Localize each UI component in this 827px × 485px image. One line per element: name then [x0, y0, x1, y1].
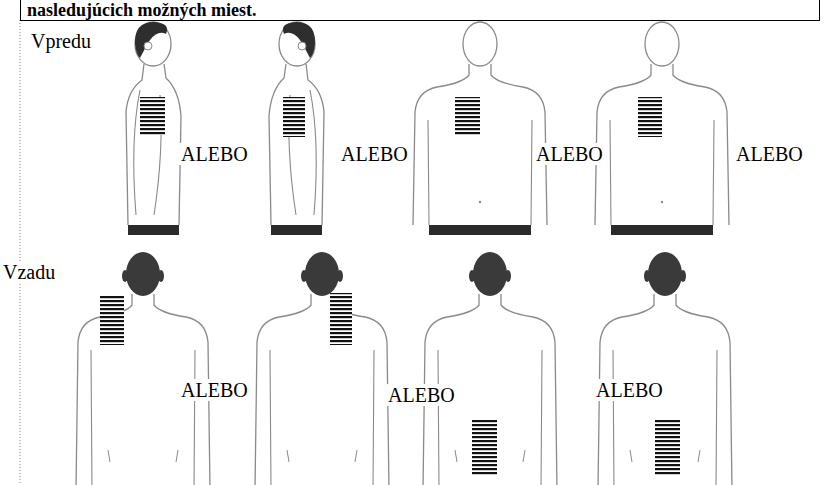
body-figure: [255, 252, 389, 485]
option-label: ALEBO: [338, 143, 411, 165]
option-label: ALEBO: [178, 143, 251, 165]
heading-box: nasledujúcich možných miest.: [20, 0, 820, 21]
option-label: ALEBO: [385, 384, 458, 406]
view-label: Vpredu: [28, 30, 94, 52]
electrode-pad: [100, 97, 680, 475]
body-figure: [598, 252, 732, 485]
option-label: ALEBO: [533, 143, 606, 165]
body-figure: [76, 252, 210, 485]
option-label: ALEBO: [178, 379, 251, 401]
option-label: ALEBO: [733, 143, 806, 165]
heading-text: nasledujúcich možných miest.: [21, 0, 819, 20]
body-figure: [413, 22, 547, 235]
body-figure: [269, 22, 324, 235]
margin-line: [19, 20, 20, 485]
option-label: ALEBO: [593, 379, 666, 401]
body-figure: [423, 252, 557, 485]
body-figure: [595, 22, 729, 235]
body-figure: [126, 22, 181, 235]
view-label: Vzadu: [0, 261, 58, 283]
